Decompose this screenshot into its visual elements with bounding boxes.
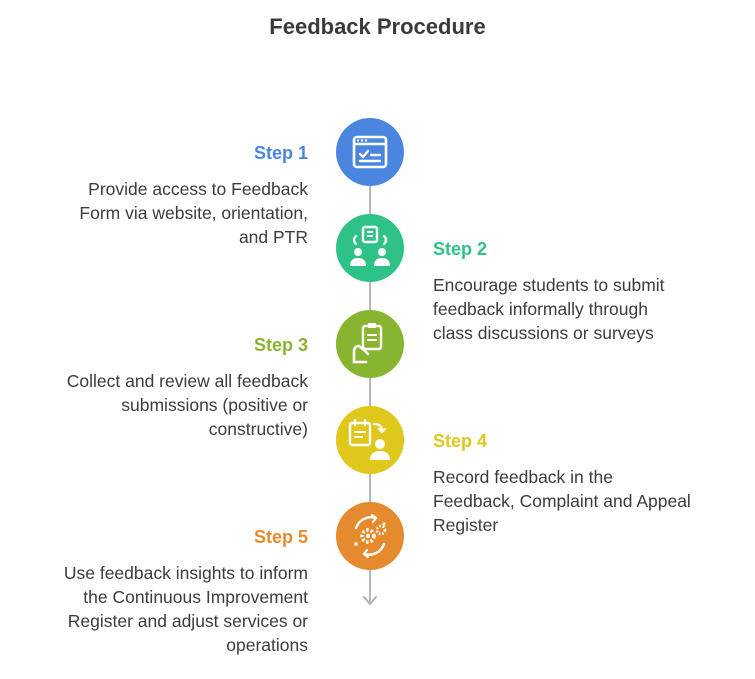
step-2-circle [336,214,404,282]
step-4-description: Record feedback in the Feedback, Complai… [433,467,691,535]
step-5-circle [336,502,404,570]
timeline-arrow-down-icon [363,596,377,605]
page-title: Feedback Procedure [269,14,486,39]
step-2-label: Step 2 [433,239,488,259]
step-3-label: Step 3 [253,335,308,355]
step-3-circle [336,310,404,378]
step-4-circle [336,406,404,474]
record-person-icon [348,418,390,460]
step-4-label: Step 4 [433,431,488,451]
web-form-checklist-icon [352,135,388,169]
step-2-description: Encourage students to submit feedback in… [433,275,665,343]
discussion-group-icon [350,225,390,266]
step-1-label: Step 1 [253,143,308,163]
step-1-description: Provide access to Feedback Form via webs… [79,179,308,247]
step-5-label: Step 5 [253,527,308,547]
hand-holding-clipboard-icon [352,323,383,364]
step-3-description: Collect and review all feedback submissi… [66,371,308,439]
step-1-circle [336,118,404,186]
gears-cycle-icon [354,513,387,559]
step-5-description: Use feedback insights to inform the Cont… [63,563,308,655]
